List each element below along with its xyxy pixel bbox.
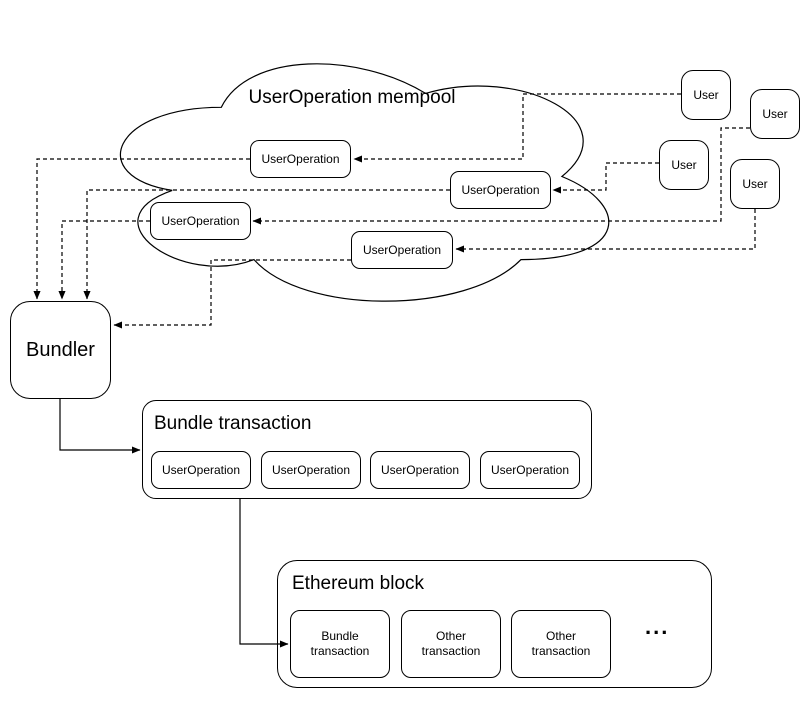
connector-user3-to-userop2 <box>552 162 659 194</box>
connector-user2-to-userop3 <box>252 127 750 225</box>
connector-userop2-to-bundler <box>83 189 450 300</box>
connector-bundle-transaction-to-ethereum-block <box>239 499 289 648</box>
connector-userop3-to-bundler <box>58 220 150 300</box>
mempool-cloud <box>119 63 610 302</box>
connector-user1-to-userop1 <box>353 93 681 163</box>
connector-userop4-to-bundler <box>113 259 351 329</box>
connector-userop1-to-bundler <box>33 158 250 300</box>
connector-user4-to-userop4 <box>455 209 756 253</box>
connector-bundler-to-bundle-transaction <box>59 399 141 454</box>
